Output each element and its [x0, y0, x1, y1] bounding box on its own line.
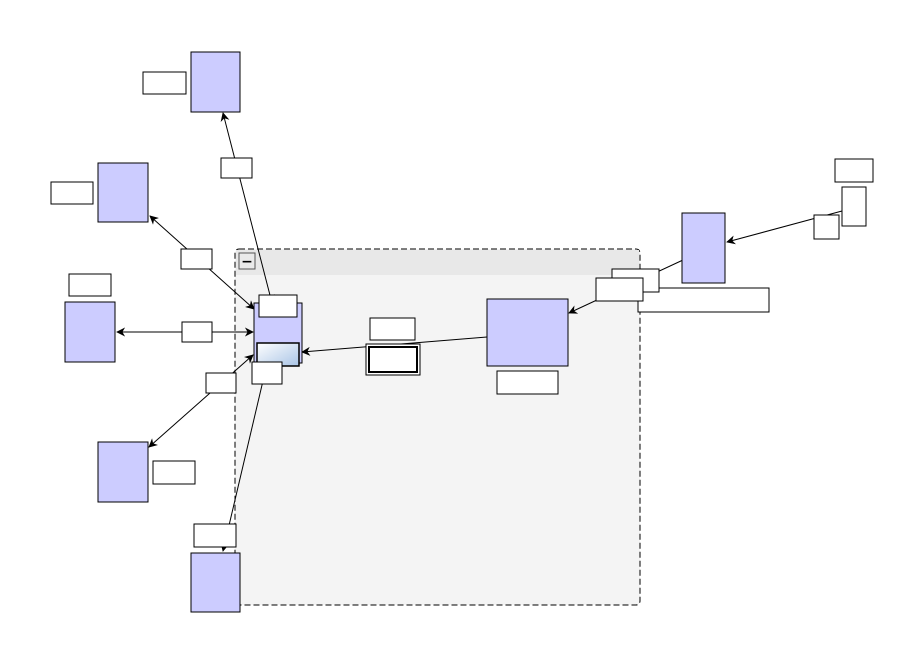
node-lower-left[interactable] — [97, 441, 149, 503]
label-right-top[interactable] — [834, 158, 874, 183]
label-hub[interactable] — [258, 294, 298, 318]
node-top[interactable] — [190, 51, 241, 113]
label-hub-lower[interactable] — [251, 361, 283, 385]
center-frame-inner — [368, 346, 418, 373]
label-mid-left[interactable] — [68, 273, 112, 297]
node-mid-left[interactable] — [64, 301, 116, 363]
label-bottom[interactable] — [193, 523, 237, 548]
node-right[interactable] — [681, 212, 726, 284]
label-center[interactable] — [369, 317, 416, 341]
group-header — [236, 250, 639, 275]
label-upper-left[interactable] — [50, 181, 94, 205]
label-right-side[interactable] — [841, 186, 867, 227]
label-edge-top[interactable] — [220, 157, 253, 179]
label-edge-upper-left[interactable] — [180, 248, 213, 270]
edge-hub-top[interactable] — [220, 112, 275, 304]
label-edge-lower-left[interactable] — [205, 372, 237, 394]
group-collapse-button[interactable]: − — [238, 252, 256, 270]
label-right-wide[interactable] — [637, 287, 770, 313]
label-lower-left[interactable] — [152, 460, 196, 485]
label-center-right[interactable] — [496, 370, 559, 395]
center-frame[interactable] — [365, 343, 421, 376]
labels — [50, 71, 874, 548]
node-bottom[interactable] — [190, 552, 241, 613]
nodes — [64, 51, 726, 613]
minus-icon-glyph: − — [241, 254, 253, 270]
label-top[interactable] — [142, 71, 187, 95]
node-center-right[interactable] — [486, 298, 569, 367]
node-upper-left[interactable] — [97, 162, 149, 223]
label-incoming[interactable] — [813, 214, 840, 240]
label-edge-right-in[interactable] — [595, 277, 644, 302]
label-edge-mid-left[interactable] — [181, 321, 213, 343]
